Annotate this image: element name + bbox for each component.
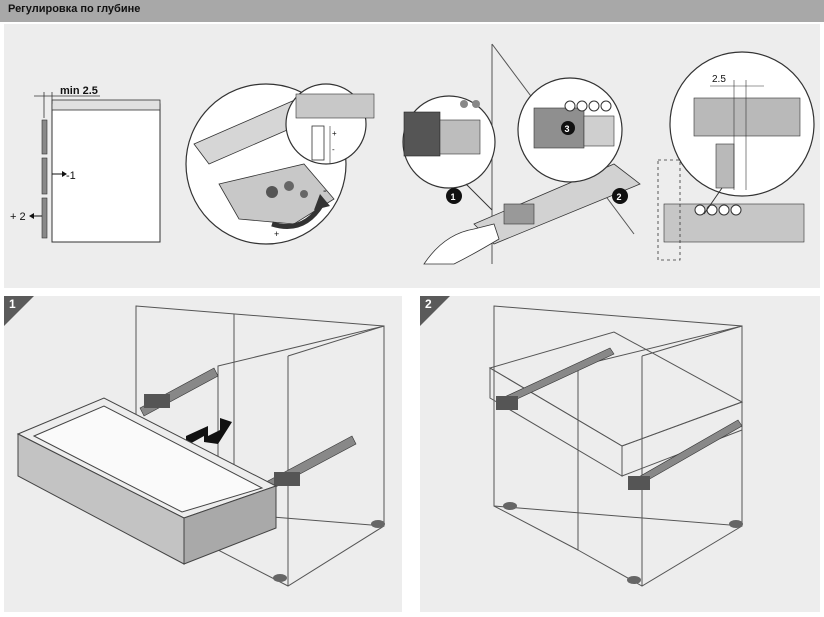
- minus-one-label: -1: [66, 170, 76, 182]
- step-2-panel: 2: [420, 296, 820, 612]
- drawer-insertion-diagram: [16, 305, 385, 587]
- cam-adjustment-detail: + - + -: [185, 83, 375, 245]
- cabinet-feet: [273, 520, 385, 582]
- minus-sign: -: [323, 185, 327, 197]
- step-1-tag: [4, 296, 34, 326]
- plus-sign: +: [274, 229, 279, 239]
- runner-lock-detail: 1 3 2: [402, 43, 641, 265]
- svg-text:-: -: [332, 145, 335, 154]
- dimension-label: 2.5: [712, 74, 726, 85]
- cabinet-feet: [503, 502, 743, 584]
- min-clearance-label: min 2.5: [60, 85, 98, 97]
- clearance-dimension-detail: 2.5: [657, 51, 815, 261]
- depth-adjustment-diagram: min 2.5 -1 + 2 + - + -: [10, 43, 815, 265]
- installed-drawer: [488, 331, 744, 477]
- installed-runners: [496, 347, 743, 490]
- svg-text:+: +: [332, 129, 337, 138]
- section-title: Регулировка по глубине: [8, 3, 141, 15]
- insertion-arrows: [186, 418, 232, 446]
- depth-adjustment-panel: min 2.5 -1 + 2 + - + -: [4, 24, 820, 288]
- front-view-drawing: min 2.5 -1 + 2: [10, 85, 161, 243]
- step-2-tag: [420, 296, 450, 326]
- step-2-label: 2: [617, 192, 622, 202]
- drawer-installed-diagram: [488, 305, 744, 587]
- step-3-label: 3: [565, 124, 570, 134]
- step-1-label: 1: [451, 192, 456, 202]
- step-1-panel: 1: [4, 296, 402, 612]
- step-1-tag-number: 1: [9, 297, 16, 311]
- step-2-tag-number: 2: [425, 297, 432, 311]
- drawer-box: [16, 397, 278, 565]
- plus-two-label: + 2: [10, 211, 26, 223]
- section-header: Регулировка по глубине: [0, 0, 824, 22]
